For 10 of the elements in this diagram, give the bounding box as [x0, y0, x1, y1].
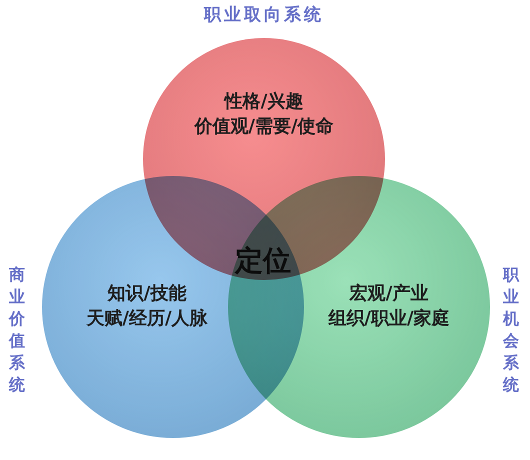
circle-text: 宏观/产业: [350, 284, 428, 305]
circle-text: 知识/技能: [108, 284, 186, 305]
circle-heading: 职业取向系统: [204, 7, 324, 24]
circle-text: 性格/兴趣: [224, 92, 304, 113]
center-label: 定位: [235, 247, 291, 275]
circle-heading: 职业机会系统: [503, 264, 519, 396]
circle-text: 组织/职业/家庭: [328, 308, 450, 330]
circle-heading: 商业价值系统: [9, 264, 25, 396]
circle-text: 价值观/需要/使命: [194, 116, 334, 138]
circle-text: 天赋/经历/人脉: [86, 308, 208, 330]
